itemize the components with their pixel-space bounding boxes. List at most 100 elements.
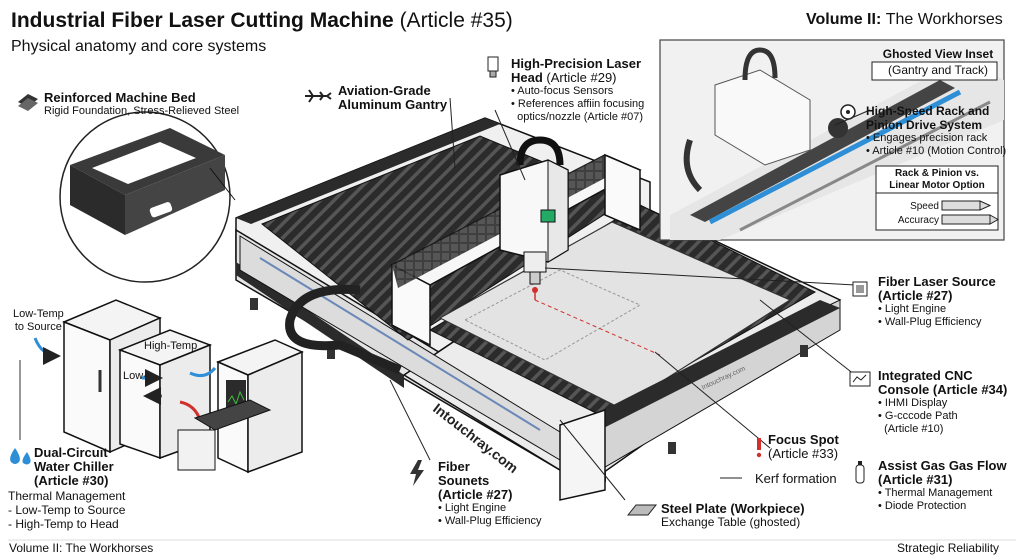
cnc-line2: Console bbox=[878, 382, 930, 397]
cnc-bullet: (Article #10) bbox=[878, 423, 944, 435]
callout-fiber-sounets: Fiber Sounets (Article #27) • Light Engi… bbox=[438, 460, 542, 528]
head-bullets: • Auto-focus Sensors • References affiin… bbox=[511, 85, 644, 124]
focus-line1: Focus Spot bbox=[768, 432, 839, 447]
source-line1: Fiber Laser Source bbox=[878, 274, 996, 289]
volume-label: Volume II: The Workhorses bbox=[806, 11, 1003, 29]
warning-icon bbox=[756, 438, 762, 458]
lightning-icon bbox=[410, 460, 424, 486]
rack-line1: High-Speed Rack and bbox=[866, 104, 990, 118]
page-title: Industrial Fiber Laser Cutting Machine (… bbox=[11, 9, 513, 33]
sounets-bullet: • Wall-Plug Efficiency bbox=[438, 515, 542, 527]
footer-left: Volume II: The Workhorses bbox=[9, 541, 154, 555]
bed-detail-magnifier bbox=[59, 111, 236, 283]
low-temp-line1: Low-Temp bbox=[13, 308, 64, 320]
water-drop-icon bbox=[10, 448, 31, 465]
inset-subtitle: (Gantry and Track) bbox=[887, 63, 989, 77]
gas-cylinder-icon bbox=[855, 461, 865, 484]
chiller-bullets: Thermal Management - Low-Temp to Source … bbox=[8, 489, 125, 531]
sounets-line1: Fiber bbox=[438, 459, 470, 474]
cnc-bullets: • IHMI Display • G-cccode Path (Article … bbox=[878, 397, 1007, 436]
cnc-bullet: • G-cccode Path bbox=[878, 410, 958, 422]
laser-head-icon bbox=[487, 56, 499, 78]
callout-rack: High-Speed Rack and Pinion Drive System … bbox=[866, 104, 1006, 158]
low-label: Low- bbox=[123, 370, 147, 382]
chiller-line2: Water Chiller bbox=[34, 459, 114, 474]
cnc-console bbox=[177, 339, 304, 474]
rack-line2: Pinion Drive System bbox=[866, 118, 983, 132]
plate-icon bbox=[626, 504, 658, 516]
chiller-line1: Dual-Circuit bbox=[34, 445, 108, 460]
sounets-bullet: • Light Engine bbox=[438, 502, 507, 514]
title-article: (Article #35) bbox=[399, 9, 513, 32]
compare-box bbox=[875, 165, 1000, 231]
gas-bullet: • Diode Protection bbox=[878, 500, 967, 512]
chip-icon bbox=[852, 281, 868, 297]
gas-article: (Article #31) bbox=[878, 472, 953, 487]
callout-bed: Reinforced Machine Bed Rigid Foundation,… bbox=[44, 91, 239, 118]
rack-bullet: • Article #10 (Motion Control) bbox=[866, 145, 1007, 157]
low-temp-line2: to Source bbox=[14, 321, 62, 333]
inset-title-box: Ghosted View Inset (Gantry and Track) bbox=[876, 47, 1000, 77]
cnc-article: (Article #34) bbox=[932, 382, 1008, 397]
compare-title: Rack & Pinion vs. Linear Motor Option bbox=[878, 168, 996, 192]
bed-icon bbox=[18, 94, 38, 111]
source-bullet: • Light Engine bbox=[878, 303, 947, 315]
sounets-line2: Sounets bbox=[438, 473, 490, 488]
head-bullet: • Auto-focus Sensors bbox=[511, 85, 614, 97]
airplane-icon bbox=[305, 89, 332, 103]
compare-title-2: Linear Motor Option bbox=[889, 180, 985, 191]
sounets-article: (Article #27) bbox=[438, 487, 513, 502]
high-temp-label: High-Temp bbox=[144, 340, 198, 352]
callout-cnc: Integrated CNC Console (Article #34) • I… bbox=[878, 369, 1007, 436]
kerf-label: Kerf formation bbox=[755, 471, 837, 486]
inset-title: Ghosted View Inset bbox=[882, 47, 994, 61]
compare-title-1: Rack & Pinion vs. bbox=[895, 168, 979, 179]
gas-line1: Assist Gas Gas Flow bbox=[878, 458, 1007, 473]
title-main: Industrial Fiber Laser Cutting Machine bbox=[11, 9, 394, 32]
plate-title: Steel Plate (Workpiece) bbox=[661, 501, 805, 516]
callout-laser-head: High-Precision Laser Head (Article #29) … bbox=[511, 57, 644, 124]
cable-carrier bbox=[285, 284, 402, 375]
gear-rack-icon bbox=[840, 104, 856, 120]
volume-rest: The Workhorses bbox=[885, 11, 1003, 28]
rack-bullets: • Engages precision rack • Article #10 (… bbox=[866, 132, 1006, 158]
callout-gantry: Aviation-Grade Aluminum Gantry bbox=[338, 84, 447, 112]
source-article: (Article #27) bbox=[878, 288, 953, 303]
head-line2-row: Head (Article #29) bbox=[511, 71, 644, 85]
volume-bold: Volume II: bbox=[806, 11, 882, 28]
laser-head bbox=[499, 136, 661, 356]
source-bullets: • Light Engine • Wall-Plug Efficiency bbox=[878, 303, 996, 329]
source-bullet: • Wall-Plug Efficiency bbox=[878, 316, 982, 328]
head-bullet: • References affiin focusing bbox=[511, 98, 645, 110]
gas-bullet: • Thermal Management bbox=[878, 487, 993, 499]
bed-title: Reinforced Machine Bed bbox=[44, 90, 196, 105]
low-temp-label: Low-Temp to Source bbox=[13, 308, 64, 334]
head-line2: Head bbox=[511, 70, 543, 85]
head-line1: High-Precision Laser bbox=[511, 56, 642, 71]
metric-speed: Speed bbox=[910, 201, 939, 212]
callout-focus: Focus Spot (Article #33) bbox=[768, 433, 839, 461]
head-article: (Article #29) bbox=[546, 70, 617, 85]
chiller-bullet: Thermal Management bbox=[8, 489, 126, 503]
monitor-icon bbox=[849, 371, 871, 387]
bed-desc: Rigid Foundation, Stress-Relieved Steel bbox=[44, 105, 240, 117]
callout-assist-gas: Assist Gas Gas Flow (Article #31) • Ther… bbox=[878, 459, 1007, 513]
chiller-bullet: - High-Temp to Head bbox=[8, 517, 119, 531]
callout-plate: Steel Plate (Workpiece) Exchange Table (… bbox=[661, 502, 805, 529]
metric-accuracy: Accuracy bbox=[897, 215, 939, 226]
chiller-bullet: - Low-Temp to Source bbox=[8, 503, 126, 517]
footer-right: Strategic Reliability bbox=[897, 541, 1000, 555]
focus-article: (Article #33) bbox=[768, 446, 839, 461]
gantry-line1: Aviation-Grade bbox=[338, 83, 431, 98]
callout-chiller: Dual-Circuit Water Chiller (Article #30) bbox=[34, 446, 114, 488]
head-bullet: optics/nozzle (Article #07) bbox=[511, 111, 644, 123]
compare-metrics: Speed Accuracy bbox=[893, 200, 939, 228]
page-subtitle: Physical anatomy and core systems bbox=[11, 38, 267, 55]
cnc-bullet: • IHMI Display bbox=[878, 397, 948, 409]
gantry-line2: Aluminum Gantry bbox=[338, 97, 448, 112]
gas-bullets: • Thermal Management • Diode Protection bbox=[878, 487, 1007, 513]
callout-laser-source: Fiber Laser Source (Article #27) • Light… bbox=[878, 275, 996, 329]
plate-desc: Exchange Table (ghosted) bbox=[661, 515, 801, 529]
cnc-line1: Integrated CNC bbox=[878, 368, 973, 383]
